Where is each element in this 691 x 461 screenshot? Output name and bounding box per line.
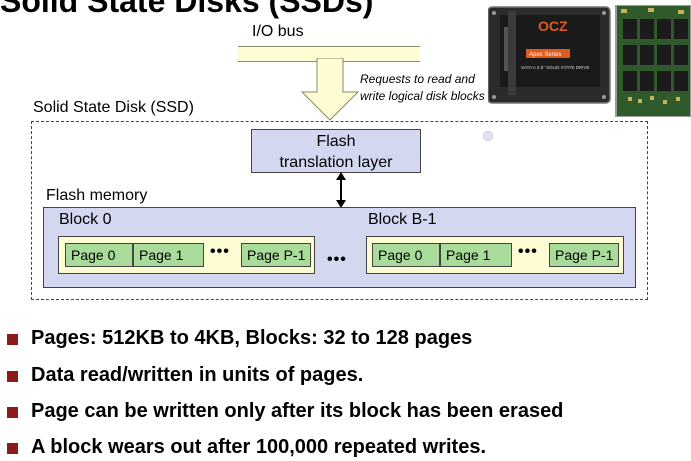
ftl-line: translation layer <box>279 154 393 171</box>
bullet-erase-before-write: Page can be written only after its block… <box>31 400 564 422</box>
bullet-marker <box>7 334 18 345</box>
block-0-page-0: Page 0 <box>65 243 133 267</box>
io-bus-label: I/O bus <box>252 23 304 40</box>
block-last-page-last: Page P-1 <box>549 243 619 267</box>
block-last-page-1: Page 1 <box>440 243 512 267</box>
series-logo-text: Apex Series <box>529 52 561 58</box>
block-last-page-ellipsis: ••• <box>518 243 538 260</box>
drive-case-image: OCZ Apex Series SATA II 2.5" SOLID STATE… <box>488 6 611 104</box>
ftl-line: Flash <box>316 133 356 150</box>
request-note-line: Requests to read and <box>360 72 475 86</box>
bus-down-arrow <box>300 58 360 121</box>
decorative-dot <box>483 131 493 141</box>
brand-logo-text: OCZ <box>538 18 568 34</box>
bullet-units-of-pages: Data read/written in units of pages. <box>31 364 364 386</box>
flash-translation-layer-box: Flash translation layer <box>251 129 421 173</box>
ssd-photo-image: OCZ Apex Series SATA II 2.5" SOLID STATE… <box>488 5 691 117</box>
block-last-page-0: Page 0 <box>372 243 440 267</box>
ssd-label: Solid State Disk (SSD) <box>33 99 194 116</box>
ssd-boundary <box>31 121 648 300</box>
model-logo-text: SATA II 2.5" SOLID STATE DRIVE <box>521 65 590 70</box>
request-note-line: write logical disk blocks <box>360 89 485 103</box>
flash-memory-label: Flash memory <box>46 187 148 204</box>
block-0-page-1: Page 1 <box>133 243 204 267</box>
bullet-marker <box>7 443 18 454</box>
request-note: Requests to read and write logical disk … <box>360 71 485 105</box>
ftl-flash-double-arrow <box>336 172 346 208</box>
circuit-board-image <box>615 5 691 117</box>
bullet-marker <box>7 371 18 382</box>
block-0-page-ellipsis: ••• <box>210 243 230 260</box>
bullet-marker <box>7 407 18 418</box>
slide-title: Solid State Disks (SSDs) <box>0 0 374 19</box>
block-last-label: Block B-1 <box>368 211 437 228</box>
block-0-page-last: Page P-1 <box>241 243 311 267</box>
bullet-wear-out: A block wears out after 100,000 repeated… <box>31 436 487 458</box>
bullet-pages-blocks: Pages: 512KB to 4KB, Blocks: 32 to 128 p… <box>31 327 473 349</box>
blocks-ellipsis: ••• <box>327 251 347 268</box>
block-0-label: Block 0 <box>59 211 112 228</box>
